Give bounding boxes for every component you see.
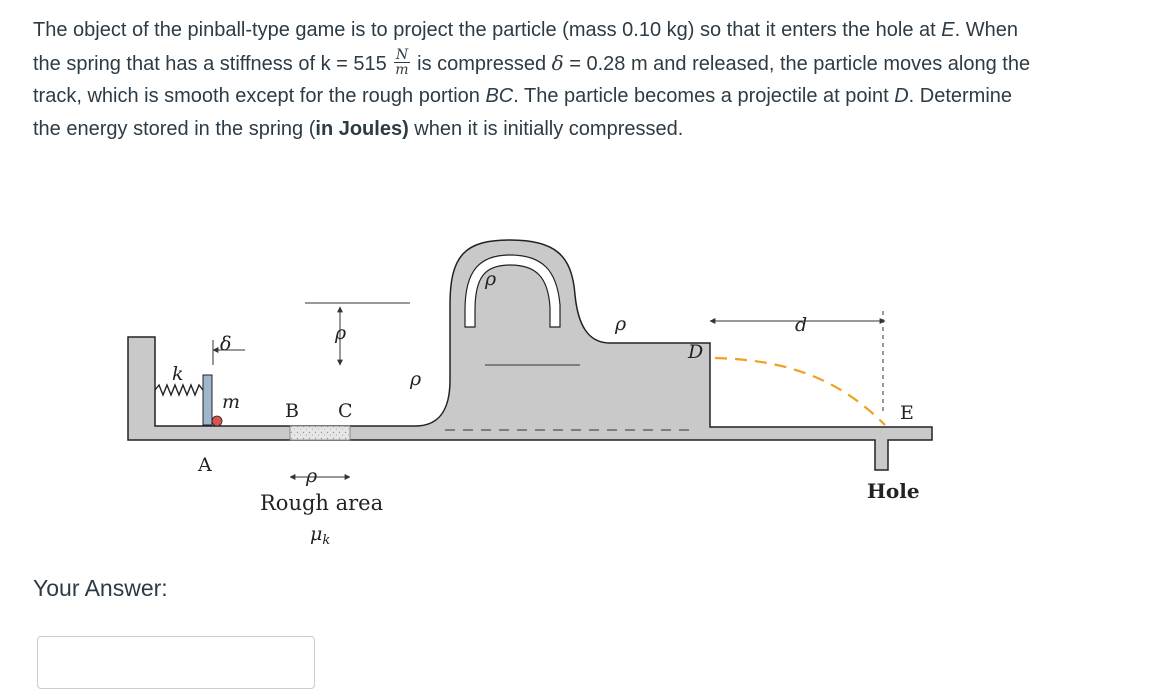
- label-A: A: [197, 454, 212, 476]
- label-hole: Hole: [867, 479, 920, 503]
- label-rho-3: ρ: [484, 268, 497, 290]
- plunger: [202, 374, 213, 426]
- label-rho-2: ρ: [409, 368, 422, 390]
- label-rho-1: ρ: [334, 322, 347, 344]
- question-text: The object of the pinball-type game is t…: [33, 19, 1031, 140]
- label-B: B: [285, 400, 299, 422]
- label-d: d: [795, 314, 807, 336]
- label-C: C: [338, 400, 353, 422]
- label-k: k: [172, 363, 184, 385]
- loop-inner: [464, 254, 561, 328]
- track-body: [127, 239, 933, 471]
- rough-area: [289, 425, 351, 441]
- label-E: E: [900, 402, 914, 424]
- label-D: D: [687, 341, 703, 363]
- answer-input[interactable]: [37, 636, 315, 689]
- spring: [154, 383, 204, 397]
- label-rho-4: ρ: [614, 313, 627, 335]
- label-delta: δ: [220, 333, 231, 355]
- label-rho-5: ρ: [305, 465, 318, 487]
- projectile-path: [714, 356, 886, 426]
- label-m: m: [222, 391, 240, 413]
- label-rough-area: Rough area: [260, 491, 383, 515]
- particle: [211, 415, 223, 427]
- your-answer-label: Your Answer:: [33, 575, 168, 601]
- pinball-track-figure: δ k m A B C D E d ρ ρ ρ ρ ρ Rough area μ…: [127, 239, 933, 548]
- label-mu-k: μk: [310, 523, 330, 548]
